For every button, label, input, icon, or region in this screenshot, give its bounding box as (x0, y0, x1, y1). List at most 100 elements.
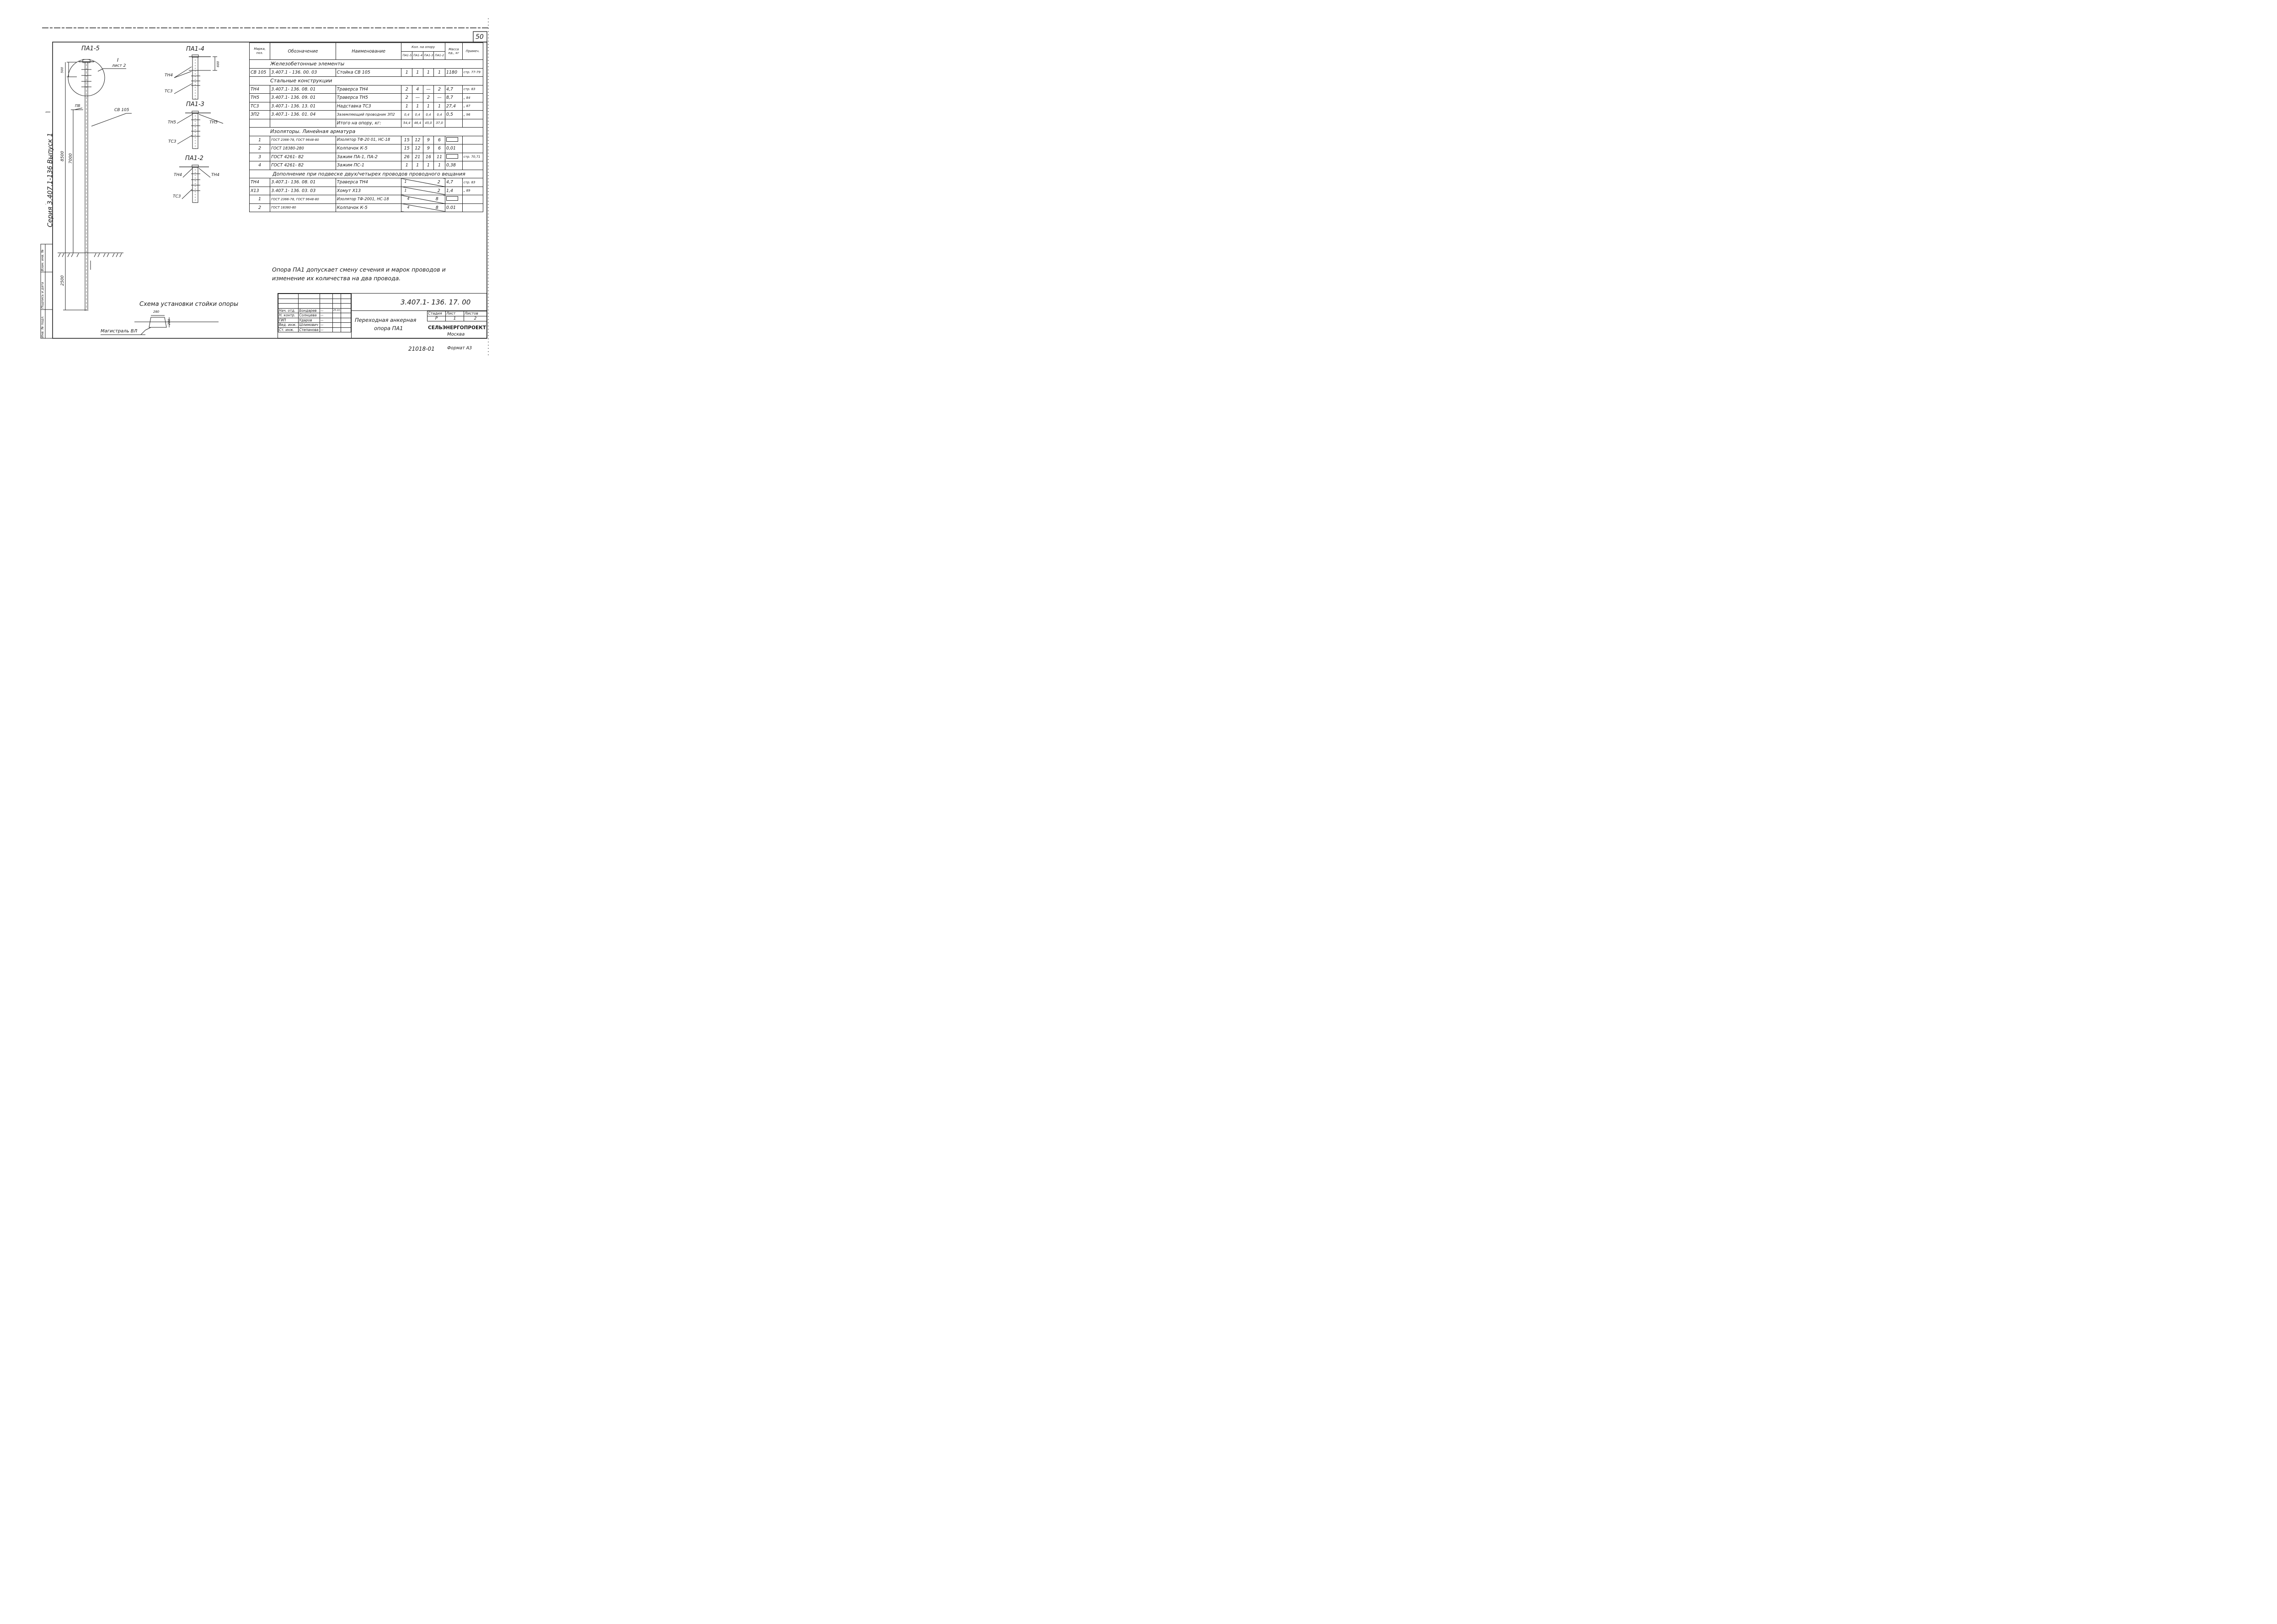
document-title-line-1: Переходная анкерная (355, 317, 417, 323)
cell-qty: 1 (433, 161, 445, 170)
sheet-label: Лист (445, 311, 464, 316)
header-qty-col: ПА1-4 (412, 51, 423, 60)
qty-four-wires: 8 (435, 197, 438, 202)
role-label: Ст. инж. (278, 327, 299, 332)
dim-8500: 8500 (60, 151, 65, 161)
cell-qty: 12 (412, 144, 423, 153)
person-name: Ударов (298, 317, 320, 323)
cell-mark: 2 (249, 203, 271, 212)
table-row: 1 ГОСТ 2366-78, ГОСТ 9648-80 Изолятор ТФ… (249, 135, 484, 144)
cell-qty: — (433, 93, 445, 102)
cell-mass (444, 135, 463, 144)
label-tc3: ТС3 (165, 89, 173, 94)
cell-name: Надставка ТС3 (335, 102, 402, 111)
diagram-title-pa1-5: ПА1-5 (81, 45, 100, 52)
cell-qty: 2 (401, 93, 413, 102)
install-scheme-title: Схема установки стойки опоры (139, 301, 239, 308)
section-title: Дополнение при подвеске двух/четырех про… (249, 169, 483, 178)
signature-row: Нач. отд. Бондарев 〰 25.10.85 (278, 308, 352, 313)
table-row: 3 ГОСТ 4261- 82 Зажим ПА-1, ПА-2 26 21 1… (249, 152, 484, 161)
role-label: ГИП (278, 317, 299, 323)
cell-mass (444, 118, 463, 128)
diagram-title-pa1-2: ПА1-2 (185, 155, 203, 162)
stamp-inv-no: Инв. № подл. (41, 315, 44, 338)
document-title-line-2: опора ПА1 (374, 325, 403, 331)
cell-qty: 1 (422, 161, 434, 170)
table-row: ТН5 3.407.1- 136. 09. 01 Траверса ТН5 2 … (249, 93, 484, 102)
mass-box (446, 154, 458, 159)
header-note: Примеч. (462, 43, 484, 60)
cell-mass: 1,4 (444, 186, 463, 195)
role-label: Вед. инж. (278, 322, 299, 328)
cell-mass: 27,4 (444, 102, 463, 111)
table-row: 1 ГОСТ 2366-78, ГОСТ 9648-80 Изолятор ТФ… (249, 195, 484, 204)
cell-note: „ 96 (462, 110, 484, 119)
qty-two-wires: 1 (404, 188, 407, 192)
person-name: Шлимович (298, 322, 320, 328)
cell-designation: 3.407.1 - 136. 00. 03 (270, 68, 336, 77)
cell-mass: 0.01 (444, 203, 463, 212)
cell-qty: 1 (433, 68, 445, 77)
sign-date (332, 327, 341, 332)
cell-note: стр. 83 (462, 178, 484, 187)
cell-mark: ТН4 (249, 178, 271, 187)
series-label: Серия 3.407.1-136 Выпуск 1 (47, 133, 54, 227)
format-label: Формат А3 (447, 346, 472, 351)
cell-note (462, 161, 484, 170)
cell-qty: — (412, 93, 423, 102)
signature-row: Н. контр. Солнцева 〰 (278, 313, 352, 318)
cell-qty: 6 (433, 144, 445, 153)
cell-designation (270, 118, 336, 128)
cell-designation: 3.407.1- 136. 03. 03 (270, 186, 336, 195)
cell-note: „ 87 (462, 102, 484, 111)
cell-mass: 0,5 (444, 110, 463, 119)
cell-name: Заземляющий проводник ЗП2 (335, 110, 402, 119)
callout-number: I (117, 57, 119, 63)
cell-qty-split: 4 8 (401, 195, 445, 204)
cell-name: Стойка СВ 105 (335, 68, 402, 77)
person-name: Солнцева (298, 313, 320, 318)
cell-mark: ТН5 (249, 93, 271, 102)
cell-qty: 1 (412, 161, 423, 170)
table-row: ЗП2 3.407.1- 136. 01. 04 Заземляющий про… (249, 110, 484, 119)
label-sv105: СВ 105 (114, 108, 129, 112)
table-row: Итого на опору, кг: 54,4 46,4 45,0 37,0 (249, 118, 484, 128)
cell-designation: ГОСТ 18380-80 (270, 203, 336, 212)
header-mark: Марка, поз. (249, 43, 271, 60)
table-row: ТН4 3.407.1- 136. 08. 01 Траверса ТН4 2 … (249, 85, 484, 94)
cell-mark: ТС3 (249, 102, 271, 111)
cell-designation: 3.407.1- 136. 13. 01 (270, 102, 336, 111)
cell-qty: 1 (401, 102, 413, 111)
cell-mark: 2 (249, 144, 271, 153)
cell-name: Зажим ПА-1, ПА-2 (335, 152, 402, 161)
cell-qty: 45,0 (422, 118, 434, 128)
header-qty: Кол. на опору (401, 43, 445, 52)
cell-designation: ГОСТ 18380-280 (270, 144, 336, 153)
person-name: Степанова (298, 327, 320, 332)
cell-qty: 0,4 (401, 110, 413, 119)
install-dim-280: 280 (153, 310, 160, 314)
cell-note: стр. 77-79 (462, 68, 484, 77)
cell-designation: 3.407.1- 136. 08. 01 (270, 178, 336, 187)
diagram-title-pa1-4: ПА1-4 (186, 46, 204, 53)
sheet-number: 50 (476, 33, 484, 41)
signature: 〰 (319, 313, 333, 318)
table-row: ТН4 3.407.1- 136. 08. 01 Траверса ТН4 1 … (249, 178, 484, 187)
signature: 〰 (319, 322, 333, 328)
sheet-value: 1 (445, 315, 464, 321)
note-line-2: изменение их количества на два провода. (272, 275, 401, 282)
qty-four-wires: 2 (437, 180, 440, 185)
callout-sheet: лист 2 (112, 64, 126, 68)
title-cell (351, 311, 427, 338)
cell-qty: 9 (422, 144, 434, 153)
dim-top-500: 500 (60, 67, 64, 73)
cell-qty: 16 (422, 152, 434, 161)
stage-value: Р (427, 315, 446, 321)
cell-qty: 1 (401, 68, 413, 77)
header-qty-col: ПА1-3 (422, 51, 434, 60)
table-row: 2 ГОСТ 18380-280 Колпачок К-5 15 12 9 6 … (249, 144, 484, 153)
dim-2500: 2500 (60, 275, 65, 286)
cell-qty: 37,0 (433, 118, 445, 128)
cell-qty: 2 (401, 85, 413, 94)
role-label: Н. контр. (278, 313, 299, 318)
